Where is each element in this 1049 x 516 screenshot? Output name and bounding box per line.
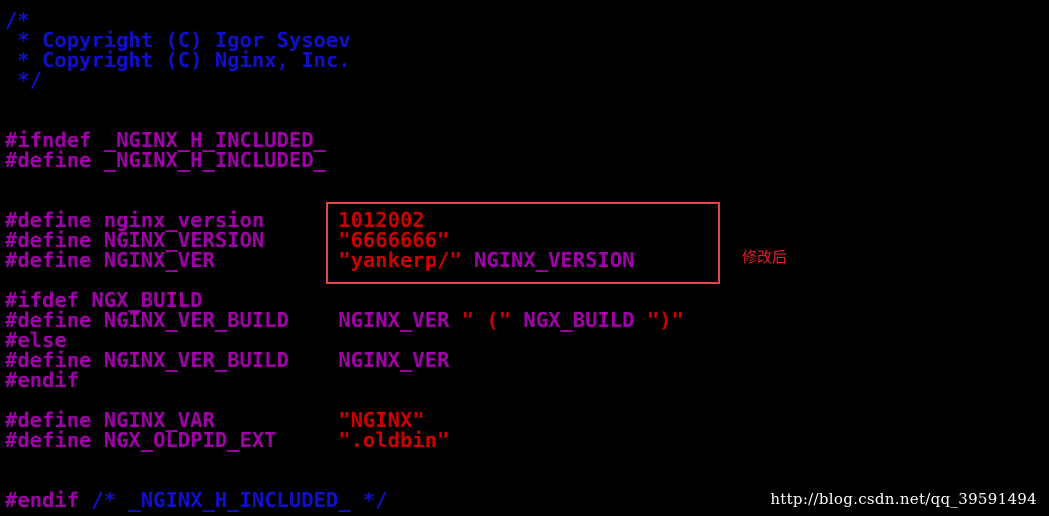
code-line: #else [5, 328, 67, 352]
code-token: ")" [634, 308, 684, 332]
watermark-url: http://blog.csdn.net/qq_39591494 [770, 490, 1037, 508]
code-token: 1012002 [338, 208, 425, 232]
code-line: #define NGINX_VERSION "6666666" [5, 228, 450, 252]
code-line: #define NGINX_VER "yankerp/" NGINX_VERSI… [5, 248, 635, 272]
code-token: "NGINX" [338, 408, 425, 432]
code-token: NGINX_VER [338, 308, 450, 332]
code-token: #define nginx_version [5, 208, 339, 232]
code-line: * Copyright (C) Nginx, Inc. [5, 48, 351, 72]
code-token: "yankerp/" [338, 248, 462, 272]
code-token: #endif [5, 368, 80, 392]
code-line: #define NGINX_VER_BUILD NGINX_VER " (" N… [5, 308, 684, 332]
code-line: /* [5, 8, 30, 32]
code-token: NGINX_VER [338, 348, 450, 372]
code-token: #define NGINX_VERSION [5, 228, 339, 252]
code-line: #define _NGINX_H_INCLUDED_ [5, 148, 326, 172]
code-token: * Copyright (C) Igor Sysoev [5, 28, 351, 52]
code-token: /* _NGINX_H_INCLUDED_ */ [79, 488, 388, 512]
code-token: #endif [5, 488, 80, 512]
code-token: NGX_BUILD [523, 308, 635, 332]
code-token: #ifdef NGX_BUILD [5, 288, 203, 312]
code-line: */ [5, 68, 43, 92]
code-token: #define NGINX_VER [5, 248, 339, 272]
code-token: #define NGINX_VAR [5, 408, 339, 432]
code-token: NGINX_VERSION [461, 248, 635, 272]
code-token: #else [5, 328, 67, 352]
highlight-box [326, 202, 720, 284]
code-line: #ifdef NGX_BUILD [5, 288, 203, 312]
code-line: #endif /* _NGINX_H_INCLUDED_ */ [5, 488, 388, 512]
annotation-label: 修改后 [742, 248, 788, 266]
code-token: * Copyright (C) Nginx, Inc. [5, 48, 351, 72]
code-line: #define nginx_version 1012002 [5, 208, 425, 232]
code-line: #define NGINX_VER_BUILD NGINX_VER [5, 348, 450, 372]
code-token: "6666666" [338, 228, 450, 252]
code-line: #ifndef _NGINX_H_INCLUDED_ [5, 128, 326, 152]
code-token: /* [5, 8, 30, 32]
code-token: #define _NGINX_H_INCLUDED_ [5, 148, 326, 172]
code-line: #define NGX_OLDPID_EXT ".oldbin" [5, 428, 450, 452]
code-token: */ [5, 68, 43, 92]
code-line: #endif [5, 368, 80, 392]
code-token: ".oldbin" [338, 428, 450, 452]
code-token: #define NGINX_VER_BUILD [5, 308, 339, 332]
code-line: * Copyright (C) Igor Sysoev [5, 28, 351, 52]
code-token: " (" [449, 308, 524, 332]
code-line: #define NGINX_VAR "NGINX" [5, 408, 425, 432]
code-token: #ifndef _NGINX_H_INCLUDED_ [5, 128, 326, 152]
code-token: #define NGX_OLDPID_EXT [5, 428, 339, 452]
code-token: #define NGINX_VER_BUILD [5, 348, 339, 372]
